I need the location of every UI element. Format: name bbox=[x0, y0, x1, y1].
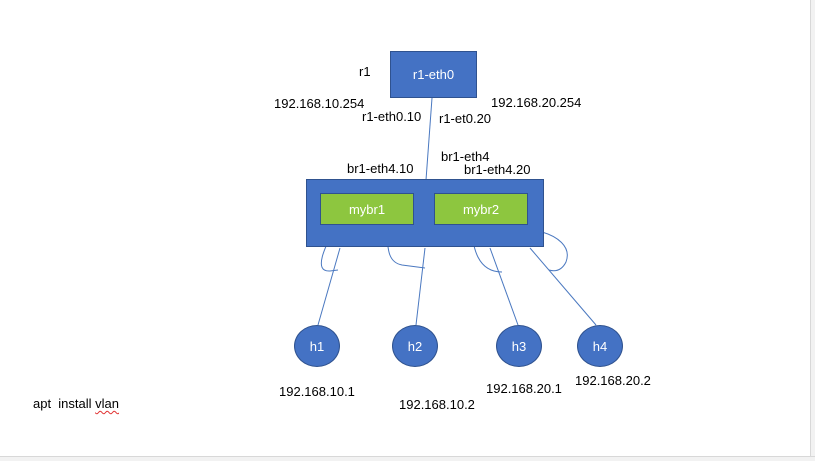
bridge-mybr2-node[interactable]: mybr2 bbox=[434, 193, 528, 225]
host-h4-node[interactable]: h4 bbox=[577, 325, 623, 367]
link-h4 bbox=[529, 247, 597, 326]
switch-vlan20-label: br1-eth4.20 bbox=[464, 162, 531, 177]
host-h1-node[interactable]: h1 bbox=[294, 325, 340, 367]
router-r1-node[interactable]: r1-eth0 bbox=[390, 51, 477, 98]
uplink-line bbox=[425, 97, 433, 181]
router-subiface-10-label: r1-eth0.10 bbox=[362, 109, 422, 124]
router-ip-right-label: 192.168.20.254 bbox=[491, 95, 582, 110]
link-h1 bbox=[317, 247, 341, 326]
host-h3-ip-label: 192.168.20.1 bbox=[486, 381, 562, 396]
cable-mybr2-h4 bbox=[541, 231, 568, 272]
host-h2-ip-label: 192.168.10.2 bbox=[399, 397, 475, 412]
router-name-label: r1 bbox=[359, 64, 371, 79]
router-subiface-20-label: r1-et0.20 bbox=[439, 111, 492, 126]
host-h1-ip-label: 192.168.10.1 bbox=[279, 384, 355, 399]
bridge-mybr1-label: mybr1 bbox=[348, 201, 386, 217]
host-h3-label: h3 bbox=[511, 338, 527, 354]
host-h2-label: h2 bbox=[407, 338, 423, 354]
package-name-text: vlan bbox=[95, 396, 120, 411]
host-h4-label: h4 bbox=[592, 338, 608, 354]
link-h3 bbox=[489, 247, 519, 326]
host-h3-node[interactable]: h3 bbox=[496, 325, 542, 367]
switch-trunk-label: br1-eth4 bbox=[441, 149, 490, 164]
page-edge-bottom bbox=[0, 456, 815, 461]
switch-vlan10-label: br1-eth4.10 bbox=[347, 161, 414, 176]
router-iface-label: r1-eth0 bbox=[412, 67, 455, 82]
link-h2 bbox=[415, 247, 426, 326]
install-command-text: apt install bbox=[33, 396, 96, 411]
bridge-mybr1-node[interactable]: mybr1 bbox=[320, 193, 414, 225]
host-h1-label: h1 bbox=[309, 338, 325, 354]
page-edge-right bbox=[810, 0, 815, 461]
bridge-mybr2-label: mybr2 bbox=[462, 201, 500, 217]
router-ip-left-label: 192.168.10.254 bbox=[274, 96, 365, 111]
install-note: apt install vlan bbox=[33, 396, 119, 411]
host-h4-ip-label: 192.168.20.2 bbox=[575, 373, 651, 388]
host-h2-node[interactable]: h2 bbox=[392, 325, 438, 367]
